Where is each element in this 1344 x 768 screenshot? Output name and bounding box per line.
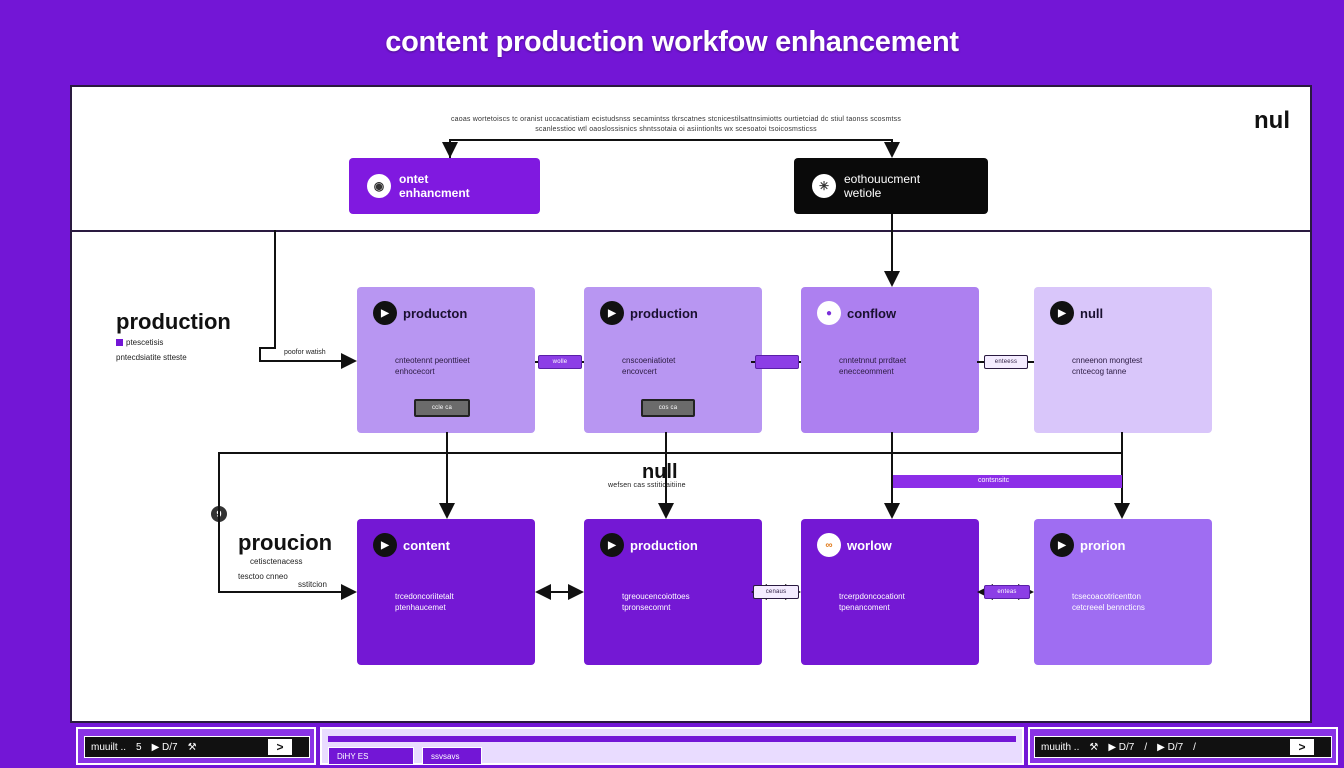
node-desc-2: ptenhaucemet [395, 603, 446, 612]
side-small-5: sstitcion [298, 580, 327, 589]
pill-label-line1: eothouucment [844, 172, 921, 186]
play-icon: ▶ [600, 301, 624, 325]
gear-icon: ✳ [812, 174, 836, 198]
node-desc-2: enecceomment [839, 367, 894, 376]
node-title: null [1080, 305, 1104, 321]
node-row2-3[interactable]: ∞ worlow trcerpdoncocationt tpenancoment [801, 519, 979, 665]
footer-middle-panel: DiHY ES ssvsavs [320, 727, 1024, 765]
pill-label-line2: wetiole [844, 186, 882, 200]
connector-chip-3: enteess [984, 355, 1028, 369]
page-title: content production workfow enhancement [385, 26, 959, 58]
side-label-production: production [116, 309, 231, 334]
connector-note: poofor watish [284, 349, 326, 356]
node-desc-2: enhocecort [395, 367, 435, 376]
footer-item[interactable]: ⚒ [187, 741, 197, 753]
pill-label-line2: enhancment [399, 186, 470, 200]
section-divider [72, 230, 1310, 232]
node-row2-4[interactable]: ▶ prorion tcsecoacotricentton cetcreeel be… [1034, 519, 1212, 665]
footer-item[interactable]: ▶ D/7 [151, 741, 178, 753]
pill-content-enhancement[interactable]: ◉ ontet enhancment [349, 158, 540, 214]
pill-enhancement-website[interactable]: ✳ eothouucment wetiole [794, 158, 988, 214]
connector-chip-4: cenaus [753, 585, 799, 599]
node-title: production [630, 305, 698, 321]
footer-item[interactable]: / [1144, 741, 1148, 753]
connector-chip-1: wolle [538, 355, 582, 369]
play-icon: ▶ [373, 533, 397, 557]
node-desc-1: tgreoucencoiottoes [622, 592, 690, 601]
node-desc-1: cnntetnnut prrdtaet [839, 356, 907, 365]
play-icon: ▶ [1050, 301, 1074, 325]
side-small-3: cetisctenacess [250, 557, 303, 566]
footer-tab-2[interactable]: ssvsavs [422, 747, 482, 765]
node-desc-2: cntcecog tanne [1072, 367, 1127, 376]
node-desc-1: cnteotennt peonttieet [395, 356, 470, 365]
side-small-2: pntecdsiatite stteste [116, 353, 187, 362]
footer-item[interactable]: muuilt .. [91, 741, 127, 753]
side-label-production-2: proucion [238, 530, 333, 555]
node-tag-1: ccle ca [414, 399, 470, 417]
pill-label-line1: ontet [399, 172, 429, 186]
node-row1-3[interactable]: ● conflow cnntetnnut prrdtaet enecceomment [801, 287, 979, 433]
purple-bar: contsnsitc [893, 475, 1122, 488]
node-desc-2: tpronsecomnt [622, 603, 671, 612]
node-title: producton [403, 305, 468, 321]
connector-chip-5: enteas [984, 585, 1030, 599]
footer-item[interactable]: ▶ D/7 [1108, 741, 1135, 753]
camera-icon: ◉ [367, 174, 391, 198]
footer-item[interactable]: 5 [136, 741, 142, 753]
side-small-1: ptescetisis [126, 338, 164, 347]
top-note: caoas wortetoiscs tc oranist uccacatisti… [450, 116, 902, 133]
side-small-4: tesctoo cnneo [238, 572, 288, 581]
node-desc-2: tpenancoment [839, 603, 890, 612]
node-desc-1: tcsecoacotricentton [1072, 592, 1141, 601]
node-title: content [403, 537, 450, 553]
corner-label: nul [1254, 107, 1290, 134]
footer-left-panel: muuilt .. 5 ▶ D/7 ⚒ > [76, 727, 316, 765]
node-row2-2[interactable]: ▶ production tgreoucencoiottoes tpronsecom… [584, 519, 762, 665]
footer-item[interactable]: ⚒ [1089, 741, 1099, 753]
loop-marker: 9 [211, 506, 227, 522]
footer-right-next-button[interactable]: > [1289, 738, 1315, 756]
footer-left-toolbar: muuilt .. 5 ▶ D/7 ⚒ > [84, 736, 310, 758]
footer-right-toolbar: muuith .. ⚒ ▶ D/7 / ▶ D/7 / > [1034, 736, 1332, 758]
play-icon: ▶ [373, 301, 397, 325]
footer-middle-strip [328, 736, 1016, 742]
node-desc-2: cetcreeel benncticns [1072, 603, 1145, 612]
purple-bar-label: contsnsitc [978, 477, 1010, 484]
node-title: production [630, 537, 698, 553]
node-title: prorion [1080, 537, 1126, 553]
play-icon: ▶ [1050, 533, 1074, 557]
play-icon: ▶ [600, 533, 624, 557]
droplet-icon: ● [817, 301, 841, 325]
connector-chip-2 [755, 355, 799, 369]
node-desc-1: cnneenon mongtest [1072, 356, 1143, 365]
footer-item[interactable]: ▶ D/7 [1157, 741, 1184, 753]
mid-null-sub: wefsen cas sstiticaitiine [608, 482, 686, 489]
node-desc-1: trcerpdoncocationt [839, 592, 905, 601]
footer-item[interactable]: / [1193, 741, 1196, 753]
node-title: conflow [847, 305, 897, 321]
node-desc-1: trcedoncoriitetalt [395, 592, 454, 601]
mid-null-label: null [642, 461, 678, 483]
footer-left-next-button[interactable]: > [267, 738, 293, 756]
spiral-icon: ∞ [817, 533, 841, 557]
footer-tab-1[interactable]: DiHY ES [328, 747, 414, 765]
footer-right-panel: muuith .. ⚒ ▶ D/7 / ▶ D/7 / > [1028, 727, 1338, 765]
footer-item[interactable]: muuith .. [1041, 741, 1080, 753]
node-row2-1[interactable]: ▶ content trcedoncoriitetalt ptenhaucemet [357, 519, 535, 665]
node-desc-1: cnscoeniatiotet [622, 356, 676, 365]
node-desc-2: encovcert [622, 367, 657, 376]
node-tag-2: cos ca [641, 399, 695, 417]
node-title: worlow [847, 537, 892, 553]
side-marker [116, 339, 123, 346]
node-row1-4[interactable]: ▶ null cnneenon mongtest cntcecog tanne [1034, 287, 1212, 433]
